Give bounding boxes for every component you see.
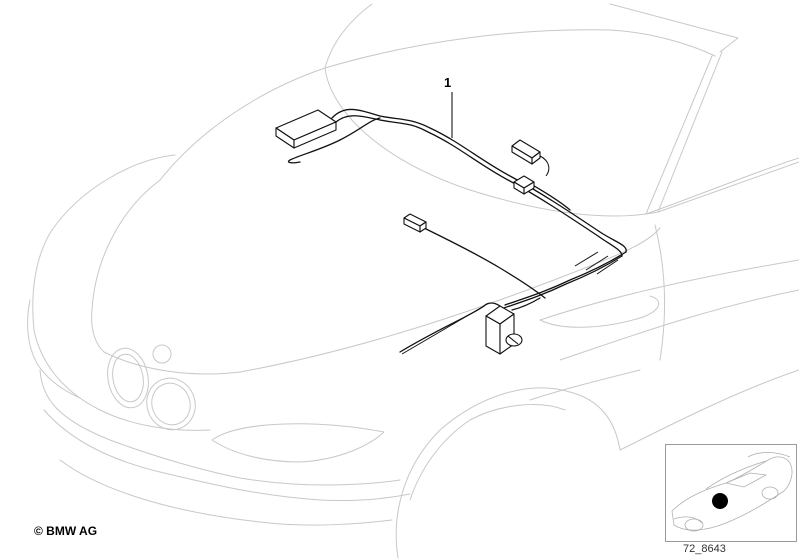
control-module xyxy=(485,305,523,355)
wiring-harness xyxy=(287,108,627,355)
location-marker-dot xyxy=(712,493,728,509)
connector-plug xyxy=(403,213,427,233)
reference-code: 72_8643 xyxy=(683,543,726,555)
callout-1: 1 xyxy=(444,75,453,138)
control-module xyxy=(275,109,337,149)
bmw-kidney-grille xyxy=(107,344,196,431)
connector-plug xyxy=(513,175,535,195)
car-thumbnail xyxy=(671,452,793,532)
callout-number: 1 xyxy=(444,75,451,90)
copyright-label: © BMW AG xyxy=(34,524,98,538)
car-outline xyxy=(27,3,799,559)
location-inset xyxy=(665,444,797,542)
connector-plug xyxy=(511,139,550,177)
